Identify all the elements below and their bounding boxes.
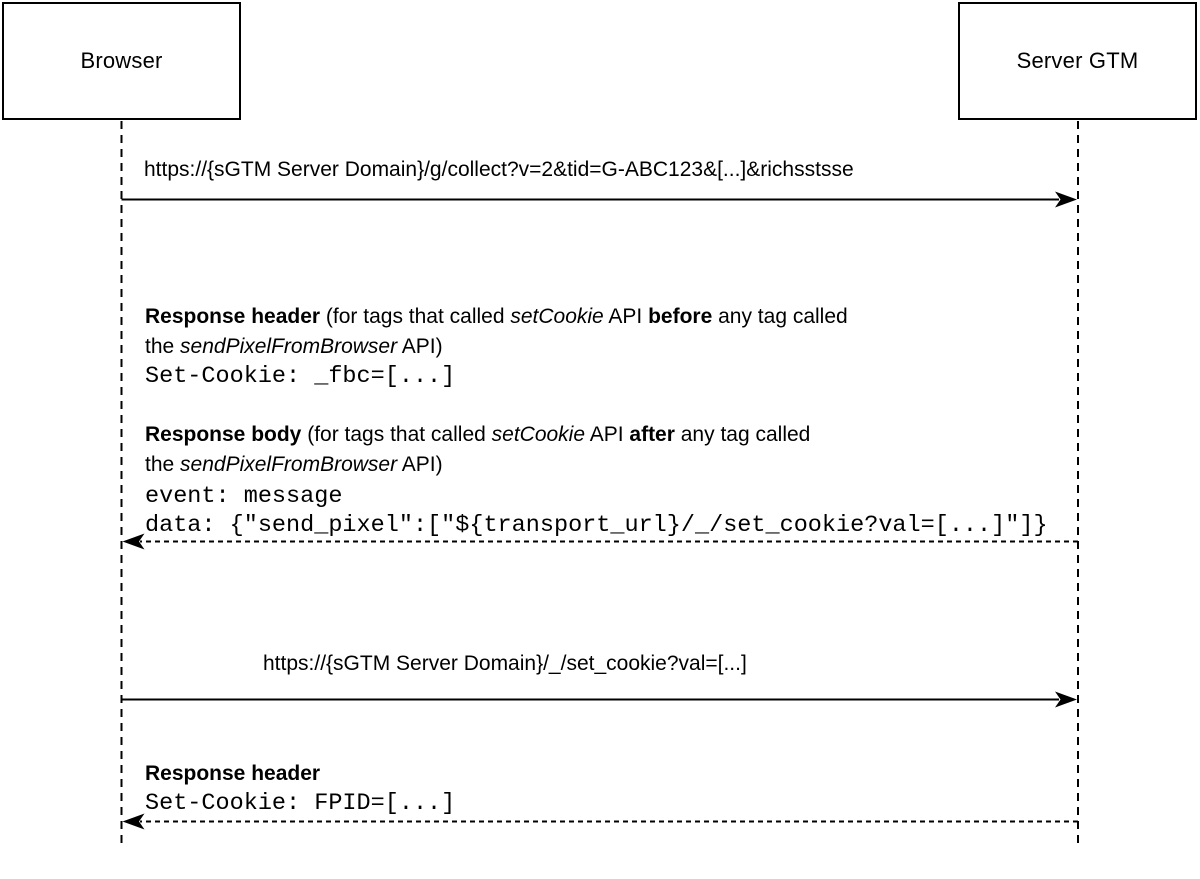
response2-data-code: data: {"send_pixel":["${transport_url}/_… [145,512,1048,539]
response2-event-code: event: message [145,483,343,510]
actor-browser: Browser [2,2,241,120]
response3-set-cookie-code: Set-Cookie: FPID=[...] [145,790,456,817]
actor-server-gtm-label: Server GTM [1016,48,1139,73]
actor-server-gtm: Server GTM [958,2,1197,120]
arrowhead-left-icon [122,533,145,550]
response2-description-line2: the sendPixelFromBrowser API) [145,453,443,476]
response1-set-cookie-code: Set-Cookie: _fbc=[...] [145,363,456,390]
response1-text-block: Response header (for tags that called se… [145,302,848,391]
request1-url-label: https://{sGTM Server Domain}/g/collect?v… [144,158,854,181]
response1-description-line2: the sendPixelFromBrowser API) [145,335,443,358]
request2-url-label: https://{sGTM Server Domain}/_/set_cooki… [263,652,747,675]
response3-heading: Response header [145,762,321,785]
response1-description-line1: Response header (for tags that called se… [145,305,848,328]
arrowhead-right-icon [1055,191,1077,208]
response2-description-line1: Response body (for tags that called setC… [145,423,811,446]
actor-browser-label: Browser [80,48,163,73]
request-arrow-collect [121,191,1077,208]
arrowhead-right-icon [1055,691,1077,708]
response2-text-block: Response body (for tags that called setC… [145,420,1048,540]
response3-text-block: Response header Set-Cookie: FPID=[...] [145,759,455,818]
arrowhead-left-icon [122,813,145,830]
request-arrow-set-cookie [121,691,1077,708]
